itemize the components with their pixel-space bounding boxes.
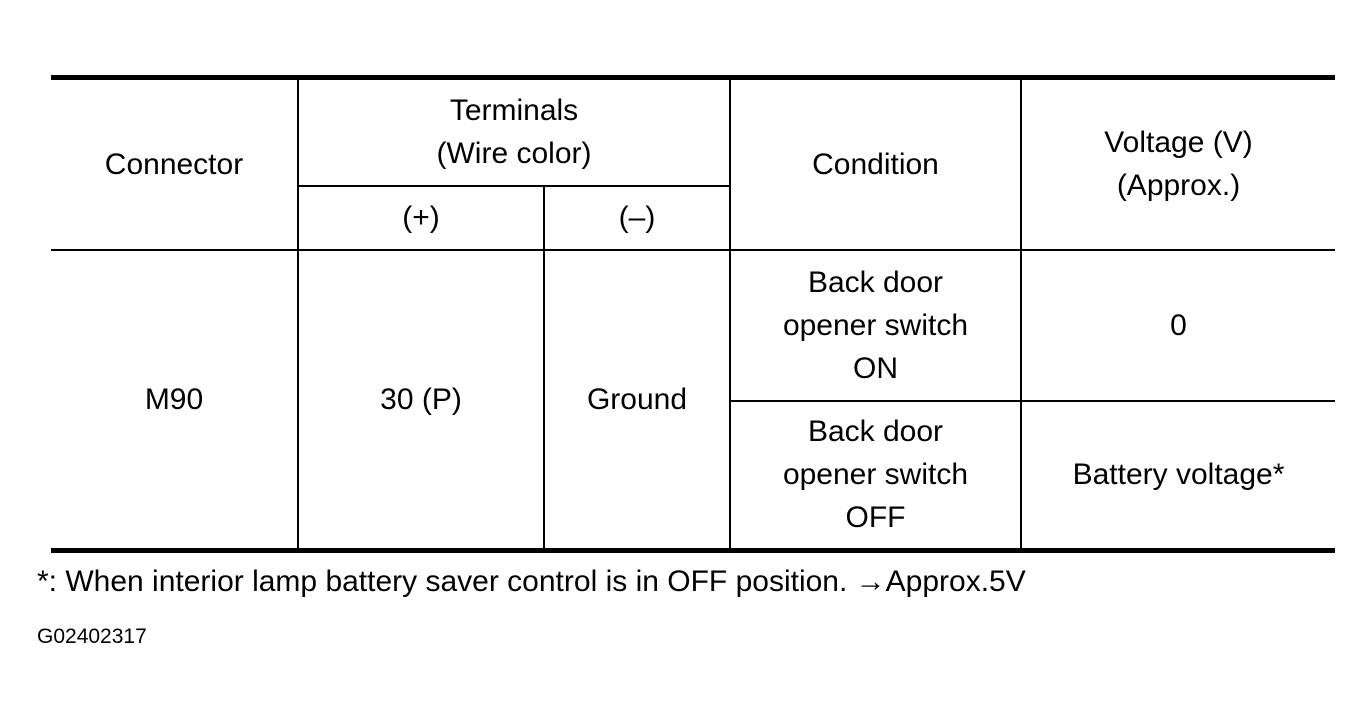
terminal-voltage-table: Connector Terminals (Wire color) Conditi…	[51, 75, 1335, 553]
cell-terminal-plus: 30 (P)	[297, 248, 545, 552]
cell-condition-on: Back door opener switch ON	[729, 248, 1022, 402]
cell-connector: M90	[51, 248, 299, 552]
table-row: Back door opener switch OFF Battery volt…	[51, 399, 1335, 552]
figure-id: G02402317	[37, 625, 147, 648]
footnote: *: When interior lamp battery saver cont…	[37, 565, 1026, 598]
terminal-voltage-table-container: Connector Terminals (Wire color) Conditi…	[51, 75, 1335, 553]
cell-terminal-minus: Ground	[543, 248, 731, 552]
cell-voltage-on: 0	[1020, 248, 1335, 402]
header-terminal-minus: (–)	[543, 184, 730, 251]
table-subheader-row: (+) (–)	[51, 184, 1335, 251]
table-header-row: Connector Terminals (Wire color) Conditi…	[51, 76, 1335, 251]
header-terminals: Terminals (Wire color)	[297, 76, 731, 187]
cell-condition-off: Back door opener switch OFF	[730, 399, 1022, 552]
header-condition: Condition	[729, 76, 1022, 251]
header-connector: Connector	[51, 76, 299, 251]
header-voltage: Voltage (V) (Approx.)	[1020, 76, 1335, 251]
header-terminal-plus: (+)	[298, 184, 545, 251]
table-row: M90 30 (P) Ground Back door opener switc…	[51, 248, 1335, 552]
cell-voltage-off: Battery voltage*	[1020, 399, 1335, 552]
